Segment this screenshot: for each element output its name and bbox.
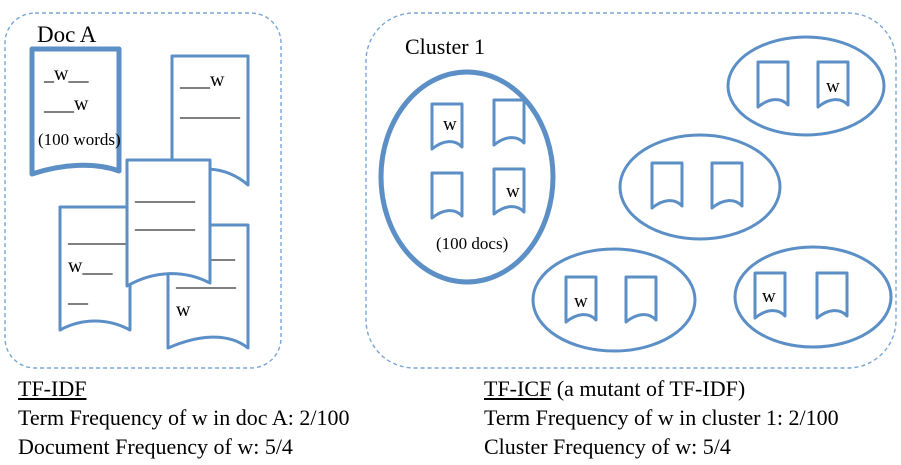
tf-icf-title: TF-ICF [484,376,552,401]
diagram-text: ___w [43,93,89,115]
diagram-text: w [826,76,840,97]
tf-idf-title: TF-IDF [18,376,87,401]
cluster-1-label: Cluster 1 [405,34,485,59]
cluster-5: w [733,245,893,349]
diagram-text: ______ [179,99,241,121]
cluster-4: w [531,247,697,353]
cluster-3 [618,133,782,241]
doc-a-document-4: ______ w___ __ [58,205,132,332]
document-icon [430,171,464,220]
tf-icf-subtitle: (a mutant of TF-IDF) [551,376,746,401]
clusters-container [365,12,897,369]
tf-idf-caption: TF-IDF Term Frequency of w in doc A: 2/1… [18,374,349,461]
cluster-2: w [726,35,886,137]
document-icon [650,161,684,210]
tf-icf-term-frequency: Term Frequency of w in cluster 1: 2/100 [484,405,839,430]
diagram-text: w [762,286,776,307]
document-icon [710,161,744,210]
diagram-text: _w__ [43,63,89,85]
diagram: Doc A ___w ______ ______ w___ __ ___ ___… [4,12,897,369]
diagram-text: w___ [68,255,113,277]
tf-idf-document-frequency: Document Frequency of w: 5/4 [18,434,293,459]
doc-a-document-3: ______ ______ [125,158,212,288]
doc-a-container [4,12,282,369]
diagram-text: w [574,291,588,312]
doc-a-label: Doc A [37,22,97,47]
diagram-text: w [506,181,520,202]
diagram-text: ______ [67,225,129,247]
diagram-text: __ [67,285,89,307]
cluster-1: w w (100 docs) [378,69,556,285]
tf-icf-cluster-frequency: Cluster Frequency of w: 5/4 [484,434,731,459]
cluster-1-note: (100 docs) [436,234,508,253]
diagram-text: (100 words) [38,130,121,149]
document-icon [756,60,790,109]
document-icon [815,271,849,320]
diagram-text: ___ [204,241,236,263]
doc-a-document-2: ___w ______ [170,54,250,187]
tf-icf-caption: TF-ICF (a mutant of TF-IDF) Term Frequen… [484,374,839,461]
document-icon [624,275,658,324]
diagram-text: ______ [134,211,196,233]
document-icon [492,98,526,147]
diagram-text: w [443,114,457,135]
diagram-text: ___w [179,69,225,91]
diagram-text: w [176,299,191,321]
doc-a-main-document: _w__ ___w (100 words) [29,46,122,177]
tf-idf-term-frequency: Term Frequency of w in doc A: 2/100 [18,405,350,430]
diagram-text: ______ [134,183,196,205]
